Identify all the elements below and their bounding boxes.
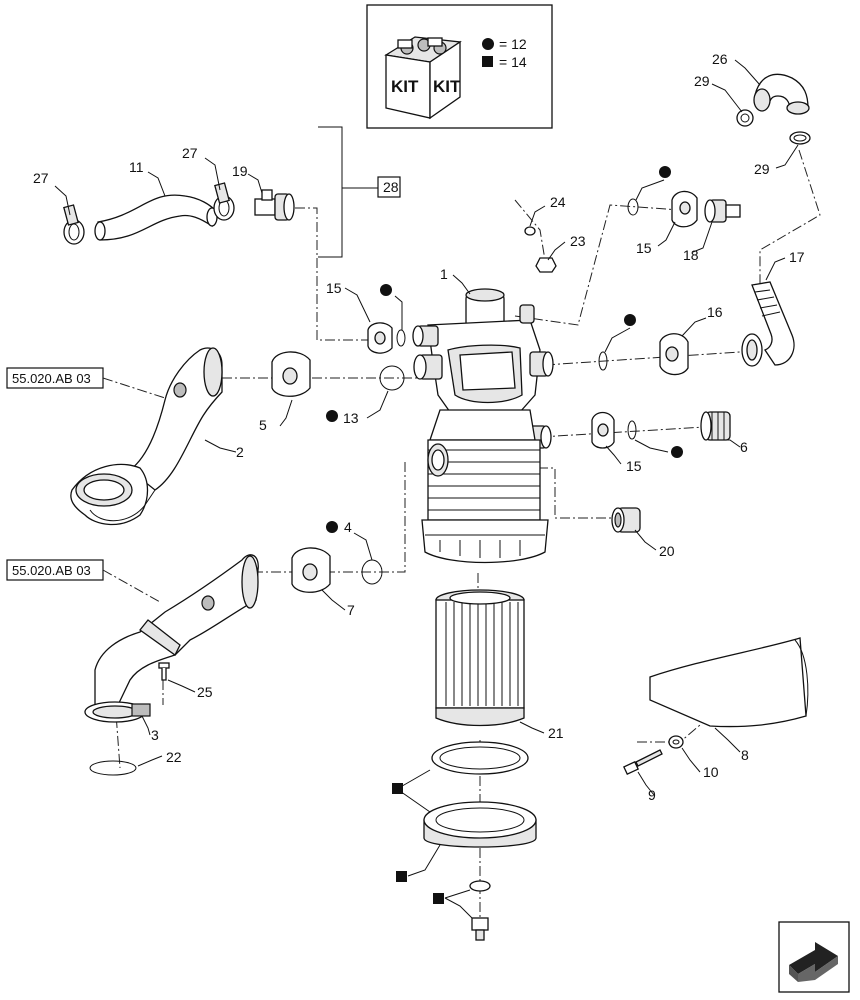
reference-box-lower[interactable]: 55.020.AB 03 — [6, 559, 161, 603]
callout-numbers: 1 2 3 4 5 6 7 8 9 10 11 13 15 15 15 16 1… — [33, 51, 805, 803]
callout-18: 18 — [683, 247, 699, 263]
callout-29-lower: 29 — [754, 161, 770, 177]
clip-15-left — [367, 322, 393, 354]
clip-15-right — [591, 411, 615, 449]
hose-clamp-27-left — [63, 204, 85, 245]
clip-15-upper — [671, 190, 698, 228]
washer-24 — [524, 226, 536, 236]
circle-marker-icon — [482, 38, 494, 50]
bolt-9 — [623, 749, 663, 776]
callout-23: 23 — [570, 233, 586, 249]
callout-9: 9 — [648, 787, 656, 803]
callout-26: 26 — [712, 51, 728, 67]
square-marker-icon — [482, 56, 493, 67]
callout-25: 25 — [197, 684, 213, 700]
callout-22: 22 — [166, 749, 182, 765]
callout-16: 16 — [707, 304, 723, 320]
circle-marker-icon — [380, 284, 392, 296]
inlet-duct-3 — [84, 554, 259, 723]
elbow-hose-17 — [741, 281, 795, 367]
callout-15-left: 15 — [326, 280, 342, 296]
callout-21: 21 — [548, 725, 564, 741]
group-label: 28 — [383, 179, 399, 195]
callout-24: 24 — [550, 194, 566, 210]
callout-7: 7 — [347, 602, 355, 618]
callout-8: 8 — [741, 747, 749, 763]
clip-5 — [271, 351, 311, 397]
callout-29-upper: 29 — [694, 73, 710, 89]
callout-15-right: 15 — [626, 458, 642, 474]
callout-27-right: 27 — [182, 145, 198, 161]
reference-upper-text: 55.020.AB 03 — [12, 371, 91, 386]
group-bracket-28: 28 — [318, 126, 401, 258]
o-ring-left-top — [396, 329, 406, 347]
callout-10: 10 — [703, 764, 719, 780]
elbow-26 — [753, 73, 810, 115]
kit-box-icon: KIT KIT — [384, 36, 462, 120]
hose-11 — [94, 194, 218, 241]
callout-4: 4 — [344, 519, 352, 535]
callout-17: 17 — [789, 249, 805, 265]
callout-27-left: 27 — [33, 170, 49, 186]
clamp-29-upper — [736, 109, 754, 127]
callout-15-upper: 15 — [636, 240, 652, 256]
callout-13: 13 — [343, 410, 359, 426]
circle-marker-icon — [326, 410, 338, 422]
clip-7 — [291, 547, 331, 593]
leader-lines — [54, 59, 799, 919]
hose-clamp-27-right — [213, 182, 235, 221]
screw-25 — [158, 662, 170, 681]
kit-legend: KIT KIT = 12 = 14 — [366, 4, 553, 129]
reference-lower-text: 55.020.AB 03 — [12, 563, 91, 578]
o-ring-right-lower — [627, 420, 637, 440]
o-ring-22 — [89, 760, 137, 776]
cap-6 — [700, 411, 731, 441]
square-marker-icon — [396, 871, 407, 882]
cap-20 — [611, 507, 641, 533]
callout-6: 6 — [740, 439, 748, 455]
circle-marker-icon — [624, 314, 636, 326]
callout-1: 1 — [440, 266, 448, 282]
circle-marker-icon — [659, 166, 671, 178]
washer-10 — [668, 735, 684, 749]
callout-5: 5 — [259, 417, 267, 433]
o-ring-right-mid — [598, 351, 608, 371]
square-marker-icon — [433, 893, 444, 904]
drain-plug — [471, 917, 489, 941]
clip-16 — [659, 333, 689, 376]
callout-3: 3 — [151, 727, 159, 743]
callout-20: 20 — [659, 543, 675, 559]
callout-11: 11 — [129, 159, 144, 175]
o-ring-upper-right — [627, 198, 639, 216]
filter-element-21 — [435, 589, 525, 727]
reference-box-upper[interactable]: 55.020.AB 03 — [6, 367, 166, 399]
callout-19: 19 — [232, 163, 248, 179]
drain-washer — [469, 880, 491, 892]
callout-2: 2 — [236, 444, 244, 460]
circle-marker-value: = 12 — [499, 36, 527, 52]
kit-label-right: KIT — [433, 77, 461, 96]
inlet-duct-2 — [70, 347, 223, 526]
bolt-23 — [535, 257, 557, 273]
fitting-19 — [254, 189, 295, 221]
shield-8 — [649, 637, 809, 728]
filter-housing-1 — [412, 288, 554, 564]
o-ring-13 — [379, 365, 405, 391]
next-page-arrow-icon[interactable] — [778, 921, 850, 993]
fitting-18 — [704, 199, 741, 223]
seal-ring-lower — [423, 801, 537, 848]
circle-marker-icon — [671, 446, 683, 458]
circle-marker-icon — [326, 521, 338, 533]
seal-ring-upper — [431, 741, 529, 775]
clamp-29-lower — [789, 131, 811, 145]
assembly-lines — [114, 149, 821, 930]
kit-label-left: KIT — [391, 77, 419, 96]
square-marker-value: = 14 — [499, 54, 527, 70]
